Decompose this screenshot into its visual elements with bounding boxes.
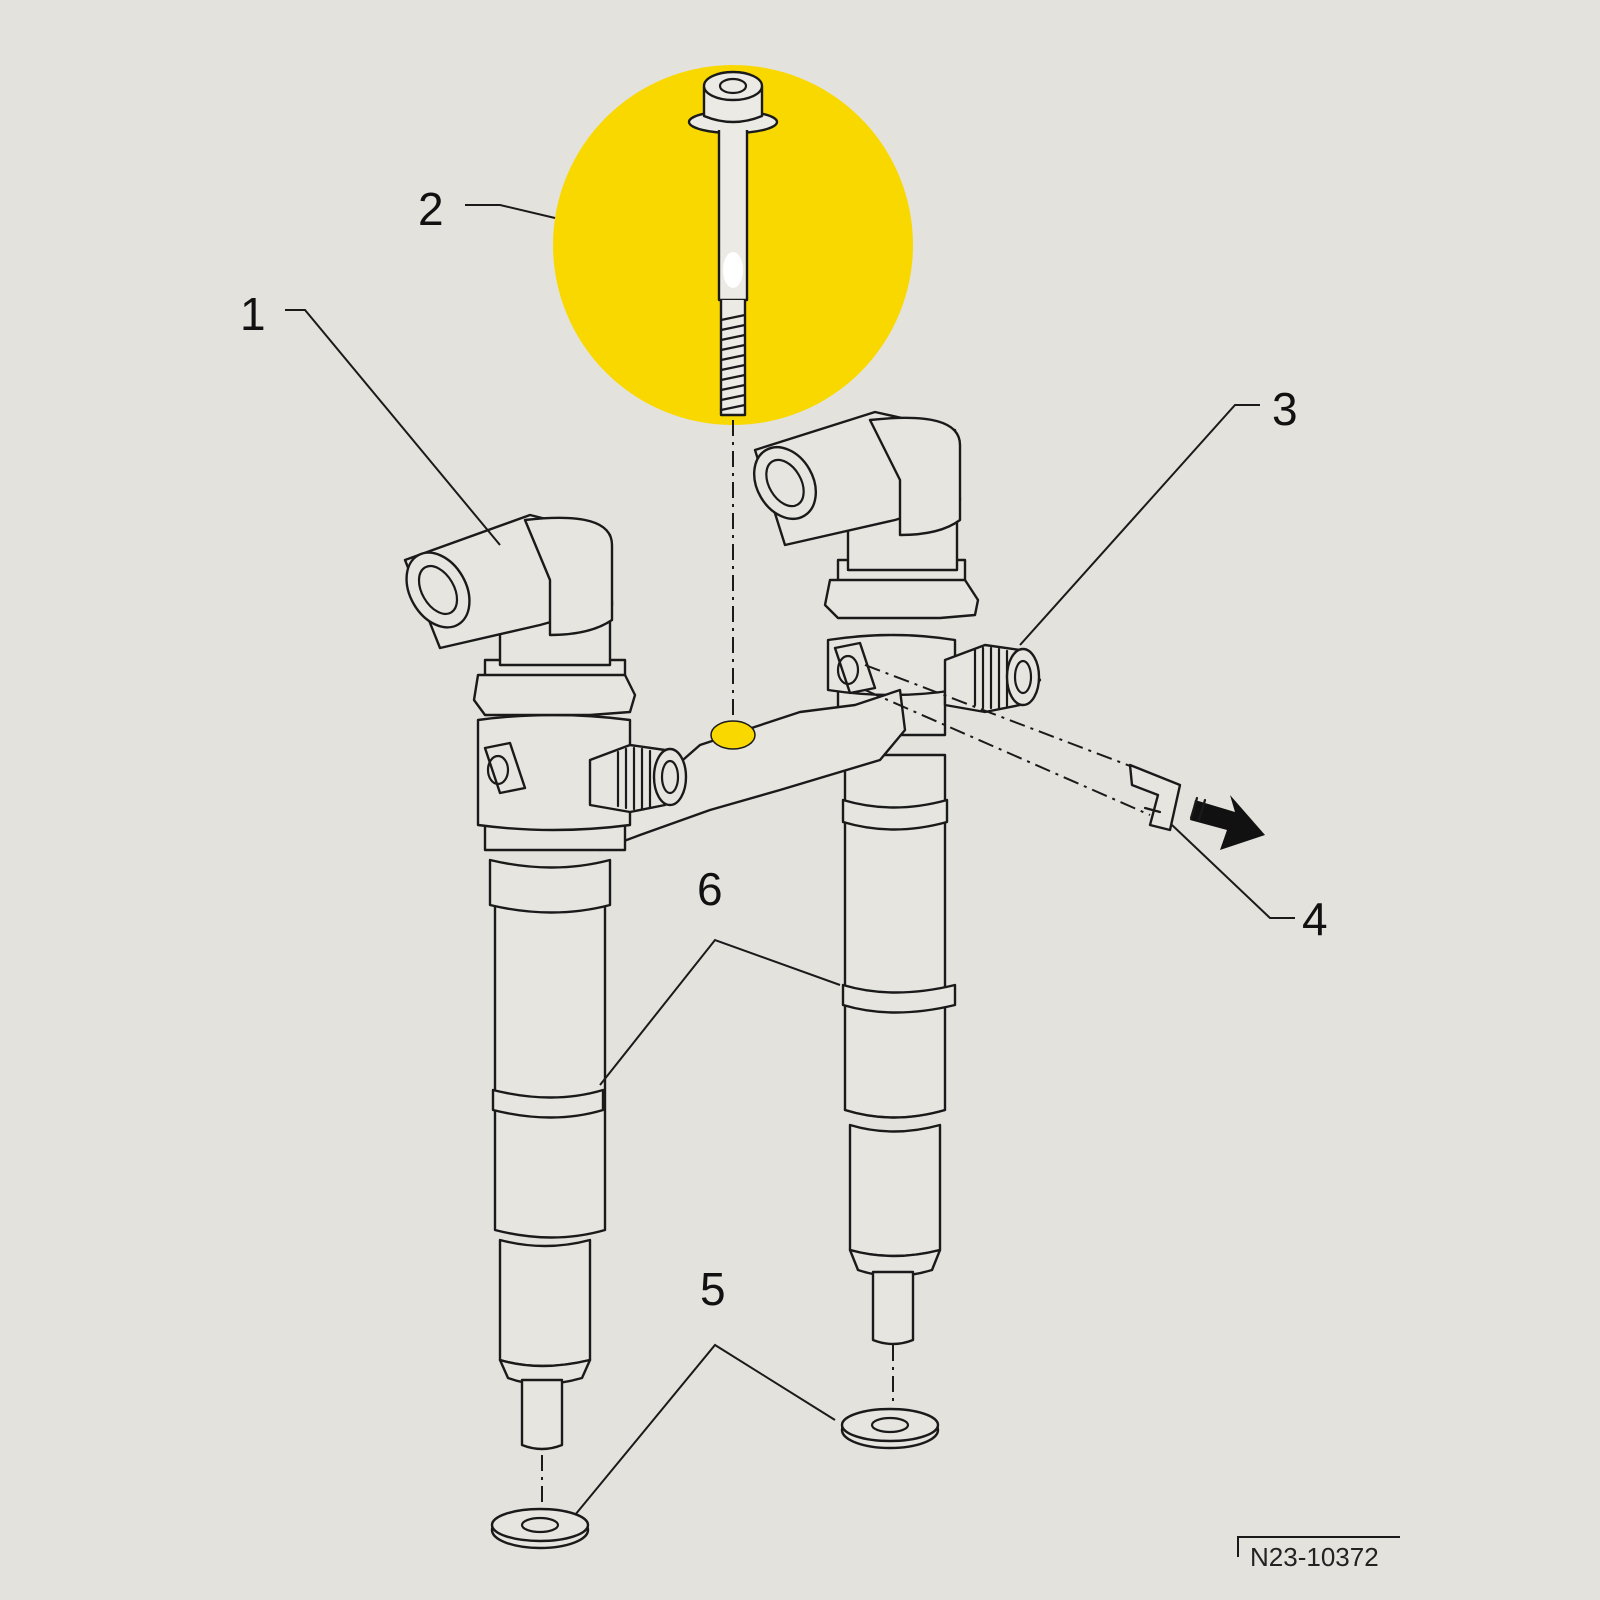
reference-code: N23-10372 xyxy=(1250,1542,1379,1572)
clamp-bolt-spot xyxy=(710,720,756,750)
callout-6: 6 xyxy=(697,863,723,915)
leader-3 xyxy=(1019,404,1260,646)
seal-washer-left xyxy=(490,1455,590,1550)
leader-5 xyxy=(574,1343,836,1516)
callout-2: 2 xyxy=(418,183,444,235)
leader-6 xyxy=(599,938,841,1086)
retaining-clip xyxy=(864,664,1182,832)
leader-1 xyxy=(285,309,501,546)
leader-4 xyxy=(1171,824,1295,919)
reference-bracket xyxy=(1237,1536,1400,1557)
injector-right xyxy=(752,410,1042,1346)
callout-4: 4 xyxy=(1302,893,1328,945)
leader-2 xyxy=(465,204,556,219)
callout-3: 3 xyxy=(1272,383,1298,435)
callout-1: 1 xyxy=(240,288,266,340)
removal-direction-arrow xyxy=(1190,795,1265,850)
callout-5: 5 xyxy=(700,1263,726,1315)
injector-left xyxy=(403,513,688,1451)
securing-bolt xyxy=(687,70,779,417)
seal-washer-right xyxy=(840,1345,940,1450)
